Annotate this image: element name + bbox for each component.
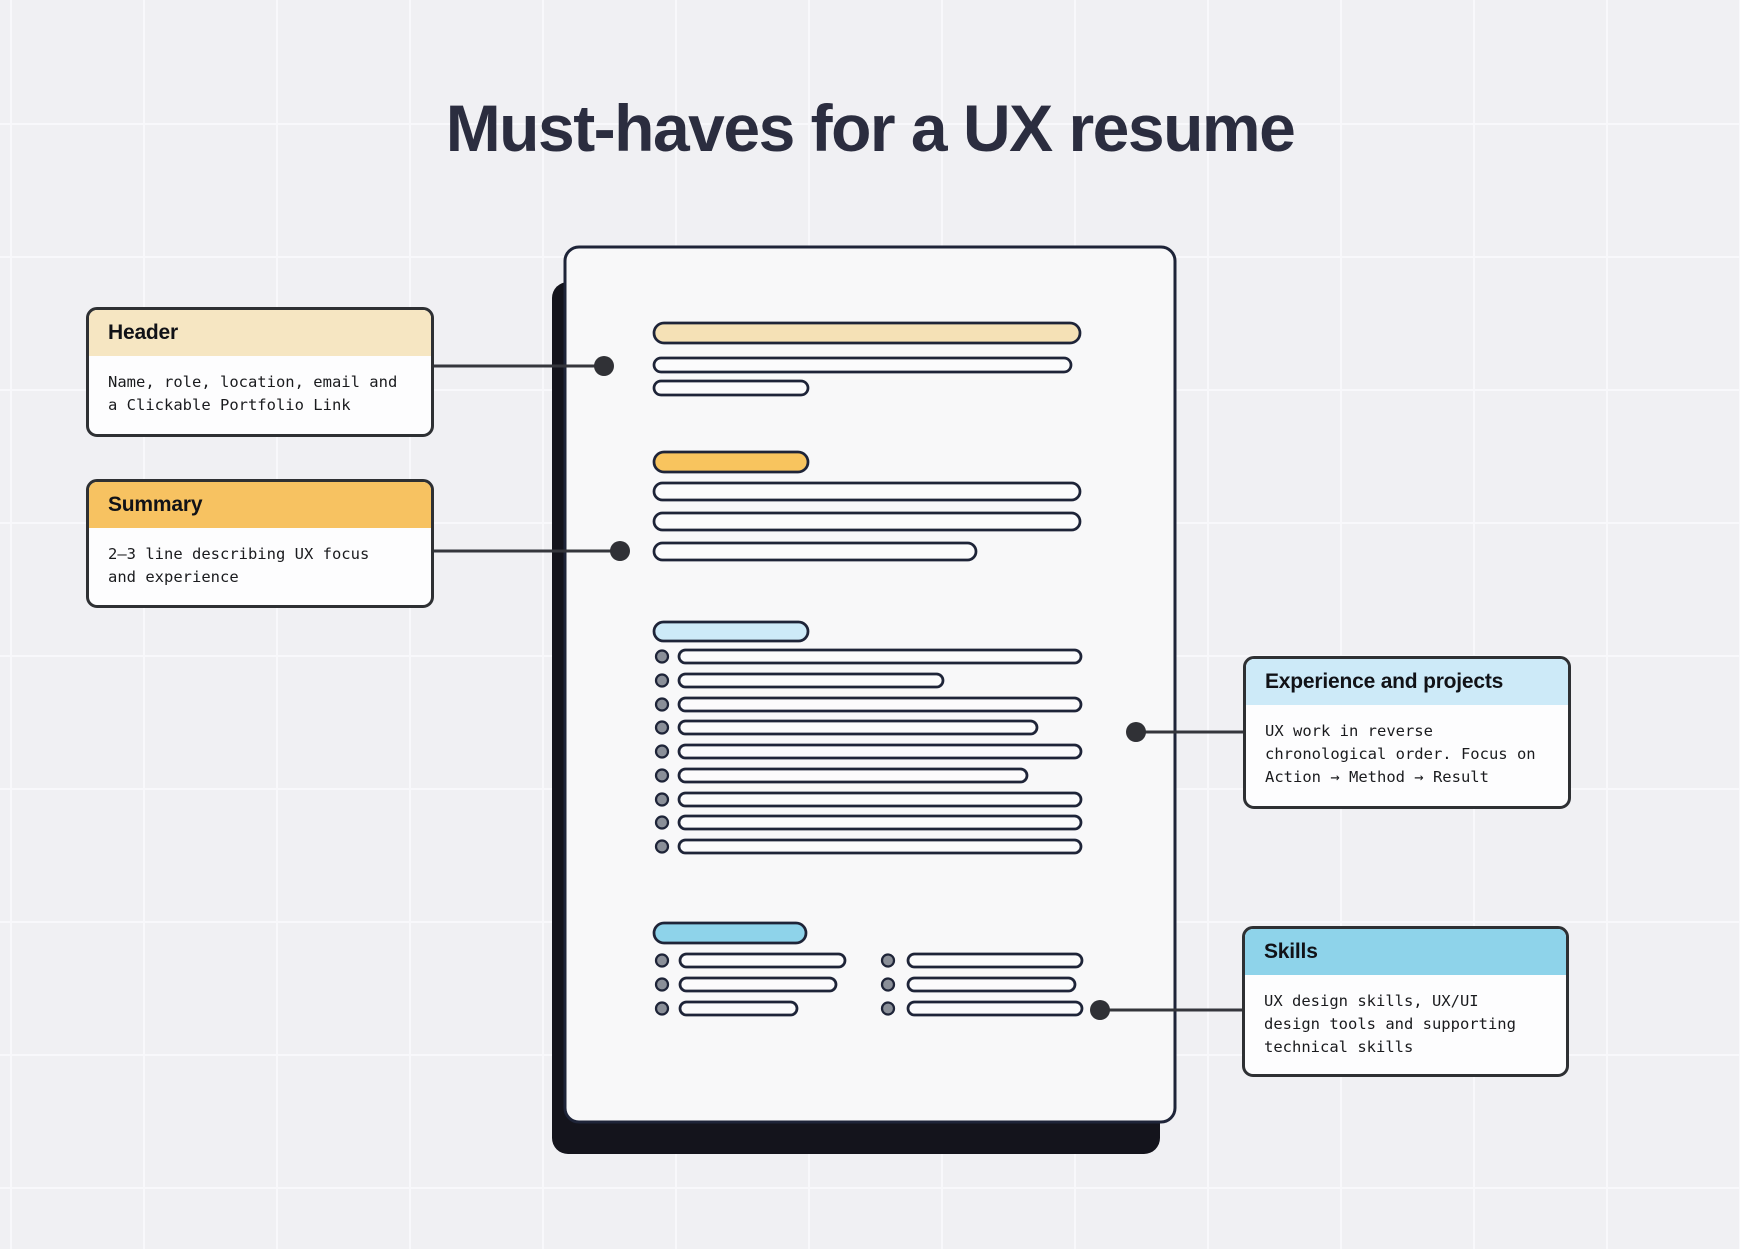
body-line: 2–3 line describing UX focus [108, 545, 370, 563]
experience-block-line [677, 791, 1083, 808]
dot-experience [1126, 722, 1146, 742]
experience-block-line [677, 814, 1083, 831]
skills-block-line [678, 976, 838, 993]
resume-sketch-content [652, 321, 1084, 1017]
summary-block-pill [652, 541, 978, 562]
skills-block-line [906, 952, 1084, 969]
callout-experience-band: Experience and projects [1246, 659, 1568, 705]
summary-block-pill [652, 481, 1082, 502]
experience-block-line [677, 719, 1039, 736]
skills-block-line [678, 1000, 799, 1017]
experience-block-line [677, 743, 1083, 760]
callout-skills-band: Skills [1245, 929, 1566, 975]
callout-header-title: Header [108, 321, 179, 344]
callout-experience-body: UX work in reverse chronological order. … [1246, 705, 1568, 789]
bullet-dot [880, 1001, 896, 1016]
callout-summary-title: Summary [108, 493, 203, 516]
callout-header-body: Name, role, location, email and a Clicka… [89, 356, 431, 417]
connector-dots [594, 356, 1146, 1020]
bullet-dot [654, 768, 670, 783]
bullet-dot [654, 815, 670, 830]
skills-block-pill [652, 921, 808, 945]
bullet-dot [654, 977, 670, 992]
body-line: a Clickable Portfolio Link [108, 396, 351, 414]
experience-block-line [677, 648, 1083, 665]
bullet-dot [654, 839, 670, 854]
body-line: Action → Method → Result [1265, 768, 1489, 786]
header-block-pill [652, 379, 810, 397]
body-line: design tools and supporting [1264, 1015, 1516, 1033]
experience-block-line [677, 672, 945, 689]
bullet-dot [654, 720, 670, 735]
bullet-dot [654, 953, 670, 968]
callout-experience: Experience and projects UX work in rever… [1243, 656, 1571, 809]
summary-block-pill [652, 450, 810, 474]
experience-block-pill [652, 620, 810, 643]
callout-header-band: Header [89, 310, 431, 356]
callout-skills-title: Skills [1264, 940, 1318, 963]
bullet-dot [654, 792, 670, 807]
skills-block-line [678, 952, 847, 969]
callout-skills: Skills UX design skills, UX/UI design to… [1242, 926, 1569, 1077]
bullet-dot [654, 697, 670, 712]
skills-block-line [906, 1000, 1084, 1017]
experience-block-line [677, 696, 1083, 713]
body-line: Name, role, location, email and [108, 373, 398, 391]
body-line: and experience [108, 568, 239, 586]
bullet-dot [654, 744, 670, 759]
body-line: UX work in reverse [1265, 722, 1433, 740]
callout-skills-body: UX design skills, UX/UI design tools and… [1245, 975, 1566, 1059]
experience-block-line [677, 838, 1083, 855]
header-block-pill [652, 321, 1082, 345]
experience-block-line [677, 767, 1029, 784]
header-block-pill [652, 356, 1073, 374]
body-line: UX design skills, UX/UI [1264, 992, 1479, 1010]
callout-summary: Summary 2–3 line describing UX focus and… [86, 479, 434, 608]
bullet-dot [654, 1001, 670, 1016]
body-line: chronological order. Focus on [1265, 745, 1536, 763]
skills-block-line [906, 976, 1077, 993]
summary-block-pill [652, 511, 1082, 532]
dot-skills [1090, 1000, 1110, 1020]
callout-header: Header Name, role, location, email and a… [86, 307, 434, 437]
dot-header [594, 356, 614, 376]
dot-summary [610, 541, 630, 561]
bullet-dot [880, 953, 896, 968]
body-line: technical skills [1264, 1038, 1414, 1056]
callout-summary-band: Summary [89, 482, 431, 528]
connector-lines [430, 364, 1247, 1012]
page-title: Must-haves for a UX resume [445, 91, 1296, 166]
bullet-dot [654, 673, 670, 688]
callout-experience-title: Experience and projects [1265, 670, 1504, 693]
callout-summary-body: 2–3 line describing UX focus and experie… [89, 528, 431, 589]
bullet-dot [880, 977, 896, 992]
bullet-dot [654, 649, 670, 664]
